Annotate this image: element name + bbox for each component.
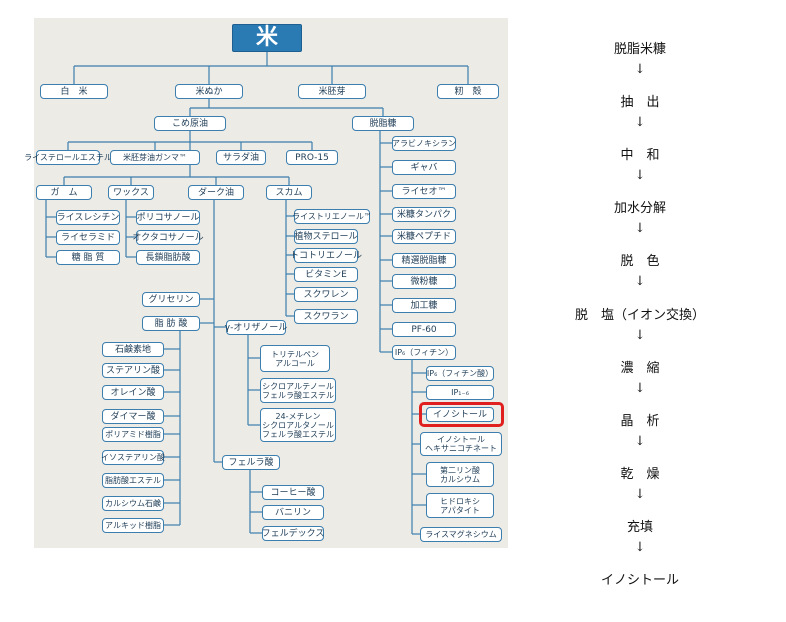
- node-scum: スカム: [266, 185, 312, 200]
- node-ceramide: ライセラミド: [56, 230, 120, 245]
- flow-step-8: 乾 燥: [620, 467, 660, 482]
- node-wax: ワックス: [108, 185, 154, 200]
- node-ip6acid: IP₆（フィチン酸）: [426, 366, 494, 381]
- node-polyamide: ポリアミド樹脂: [102, 427, 164, 442]
- node-cycloartenol: シクロアルテノール フェルラ酸エステル: [260, 378, 336, 403]
- node-salad: サラダ油: [216, 150, 266, 165]
- node-squalene: スクワレン: [294, 287, 358, 302]
- node-vanillin: バニリン: [262, 505, 324, 520]
- flow-arrow-down-icon: ↓: [634, 487, 646, 502]
- node-kakou: 加工糠: [392, 298, 456, 313]
- flow-step-7: 晶 析: [620, 414, 660, 429]
- flow-step-9: 充填: [626, 520, 653, 535]
- node-darkoil: ダーク油: [188, 185, 244, 200]
- node-pro15: PRO-15: [286, 150, 338, 165]
- node-coffee: コーヒー酸: [262, 485, 324, 500]
- flow-step-10: イノシトール: [600, 573, 679, 588]
- flow-arrow-down-icon: ↓: [634, 62, 646, 77]
- node-pf60: PF-60: [392, 322, 456, 337]
- node-tocotrienol-r: ライストリエノール™: [292, 209, 372, 224]
- node-riseo: ライセオ™: [392, 184, 456, 199]
- node-bifun: 微粉糠: [392, 274, 456, 289]
- node-policosanol: ポリコサノール: [136, 210, 200, 225]
- node-stearic: ステアリン酸: [102, 363, 164, 378]
- flow-step-0: 脱脂米糠: [613, 42, 666, 57]
- flow-arrow-down-icon: ↓: [634, 540, 646, 555]
- flow-step-3: 加水分解: [613, 201, 666, 216]
- node-inositol: イノシトール: [426, 407, 494, 422]
- node-oleic: オレイン酸: [102, 385, 164, 400]
- flow-arrow-down-icon: ↓: [634, 274, 646, 289]
- node-gum: ガ ム: [36, 185, 92, 200]
- node-methylene: 24-メチレン シクロアルタノール フェルラ酸エステル: [260, 408, 336, 442]
- node-ester: 脂肪酸エステル: [102, 473, 164, 488]
- node-momi: 籾 殻: [437, 84, 499, 99]
- node-squalane: スクワラン: [294, 309, 358, 324]
- flow-step-5: 脱 塩（イオン交換）: [574, 308, 705, 323]
- node-isostearic: イソステアリン酸: [101, 450, 165, 465]
- node-ip15: IP₁₋₆: [426, 385, 494, 400]
- node-dasshi: 脱脂糠: [352, 116, 414, 131]
- node-komenuka: 米ぬか: [175, 84, 243, 99]
- flow-step-6: 濃 縮: [620, 361, 660, 376]
- node-hexanicotinate: イノシトール ヘキサニコチネート: [420, 432, 502, 456]
- node-calcium2: 第二リン酸 カルシウム: [426, 462, 494, 487]
- flow-arrow-down-icon: ↓: [634, 168, 646, 183]
- node-ferudex: フェルデックス: [262, 526, 324, 541]
- flow-arrow-down-icon: ↓: [634, 221, 646, 236]
- node-haiga: 米胚芽: [298, 84, 366, 99]
- node-gamma: 米胚芽油ガンマ™: [110, 150, 200, 165]
- node-tocotrienol: トコトリエノール: [290, 248, 362, 263]
- node-lecithin: ライスレシチン: [56, 210, 120, 225]
- node-arabinoxylan: アラビノキシラン: [392, 136, 456, 151]
- node-octacosanol: オクタコサノール: [132, 230, 204, 245]
- node-triterpene: トリテルペン アルコール: [260, 345, 330, 372]
- flow-arrow-down-icon: ↓: [634, 328, 646, 343]
- node-fattyacid: 脂 肪 酸: [142, 316, 200, 331]
- node-hakumai: 白 米: [40, 84, 108, 99]
- node-hydroxy: ヒドロキシ アパタイト: [426, 493, 494, 518]
- flow-arrow-down-icon: ↓: [634, 434, 646, 449]
- root-node-rice: 米: [232, 24, 302, 52]
- node-ferulic: フェルラ酸: [222, 455, 280, 470]
- node-phytosterol: 植物ステロール: [294, 229, 358, 244]
- node-gaba: ギャバ: [392, 160, 456, 175]
- flow-arrow-down-icon: ↓: [634, 381, 646, 396]
- flow-step-1: 抽 出: [620, 95, 660, 110]
- flow-step-4: 脱 色: [620, 254, 660, 269]
- node-sterol: ライステロールエステル: [24, 150, 112, 165]
- node-sekken: 石鹸素地: [102, 342, 164, 357]
- node-vitamine: ビタミンE: [294, 267, 358, 282]
- node-peptide: 米糠ペプチド: [392, 229, 456, 244]
- flow-arrow-down-icon: ↓: [634, 115, 646, 130]
- node-magnesium: ライスマグネシウム: [420, 527, 502, 542]
- node-glycerin: グリセリン: [142, 292, 200, 307]
- node-protein: 米糠タンパク: [392, 207, 456, 222]
- node-choshaku: 長鎖脂肪酸: [136, 250, 200, 265]
- node-ip6: IP₆（フィチン）: [392, 345, 456, 360]
- node-komeabura: こめ原油: [154, 116, 226, 131]
- flow-step-2: 中 和: [620, 148, 660, 163]
- node-toshishitsu: 糖 脂 質: [56, 250, 120, 265]
- node-casoap: カルシウム石鹸: [102, 496, 164, 511]
- node-oryzanol: γ-オリザノール: [225, 320, 287, 335]
- node-alkyd: アルキッド樹脂: [102, 518, 164, 533]
- inositol-highlight-box: [419, 402, 504, 427]
- node-dimer: ダイマー酸: [102, 409, 164, 424]
- node-seisen: 精選脱脂糠: [392, 253, 456, 268]
